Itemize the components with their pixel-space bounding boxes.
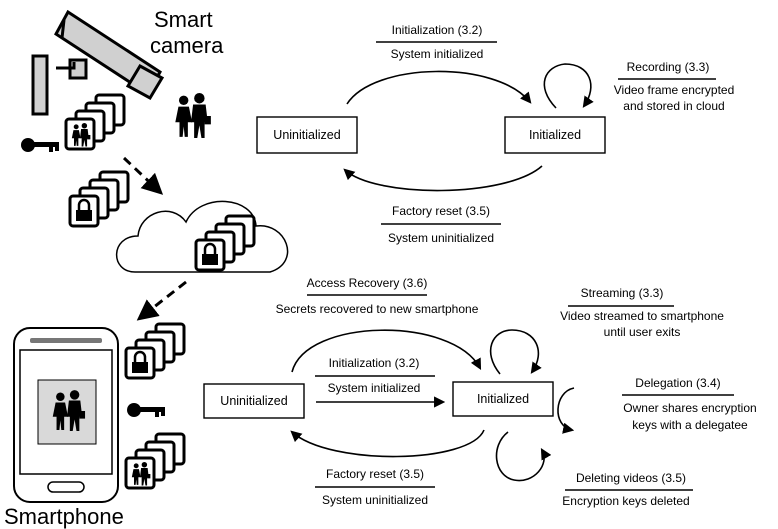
- cloud-to-phone-arrow: [136, 280, 187, 321]
- phone-encrypted-frames-icon: [124, 322, 186, 380]
- camera-init-transition: [346, 70, 532, 105]
- phone-key-icon: [127, 403, 165, 417]
- phone-delegation-desc-line2: keys with a delegatee: [632, 418, 748, 432]
- phone-init-title: Initialization (3.2): [329, 356, 420, 370]
- people-icon: [175, 93, 211, 138]
- camera-to-cloud-arrow: [122, 156, 164, 195]
- phone-initialized-state: [452, 381, 554, 417]
- phone-recovery-title: Access Recovery (3.6): [307, 276, 428, 290]
- phone-streaming-loop: [489, 329, 542, 375]
- phone-recovery-desc: Secrets recovered to new smartphone: [276, 302, 479, 316]
- camera-recording-title: Recording (3.3): [627, 60, 710, 74]
- phone-deleting-loop: [495, 431, 552, 482]
- phone-recovery-transition: [291, 329, 482, 373]
- phone-deleting-desc: Encryption keys deleted: [562, 494, 689, 508]
- phone-video-frames-icon: [124, 432, 186, 490]
- phone-initialized-label: Initialized: [477, 392, 529, 406]
- encrypted-frames-icon: [68, 170, 130, 228]
- phone-state-diagram: Uninitialized Initialized Access Recover…: [203, 276, 757, 508]
- smartphone-label: Smartphone: [4, 504, 124, 529]
- phone-init-desc: System initialized: [328, 381, 421, 395]
- phone-deleting-title: Deleting videos (3.5): [576, 471, 686, 485]
- camera-reset-desc: System uninitialized: [388, 231, 494, 245]
- phone-reset-title: Factory reset (3.5): [326, 467, 424, 481]
- camera-uninitialized-state: [256, 116, 358, 154]
- camera-init-title: Initialization (3.2): [392, 23, 483, 37]
- camera-initialized-state: [504, 116, 606, 154]
- smartphone-icon: [13, 327, 119, 503]
- phone-delegation-loop: [557, 387, 575, 434]
- camera-reset-transition: [343, 165, 543, 192]
- camera-reset-title: Factory reset (3.5): [392, 204, 490, 218]
- phone-delegation-title: Delegation (3.4): [635, 376, 720, 390]
- cloud-icon: [115, 200, 289, 273]
- phone-uninitialized-label: Uninitialized: [220, 394, 287, 408]
- key-icon: [21, 138, 59, 152]
- phone-streaming-desc-line2: until user exits: [604, 325, 681, 339]
- phone-reset-desc: System uninitialized: [322, 493, 428, 507]
- camera-recording-desc-line1: Video frame encrypted: [614, 83, 735, 97]
- phone-reset-transition: [290, 429, 485, 458]
- phone-uninitialized-state: [203, 383, 305, 419]
- camera-uninitialized-label: Uninitialized: [273, 128, 340, 142]
- camera-label-line2: camera: [150, 33, 224, 58]
- camera-label-line1: Smart: [154, 7, 213, 32]
- smart-camera-icon: [31, 9, 165, 116]
- camera-init-desc: System initialized: [391, 47, 484, 61]
- camera-initialized-label: Initialized: [529, 128, 581, 142]
- phone-streaming-desc-line1: Video streamed to smartphone: [560, 309, 724, 323]
- camera-recording-loop: [543, 63, 594, 109]
- camera-recording-desc-line2: and stored in cloud: [623, 99, 724, 113]
- camera-video-frames-icon: [64, 93, 126, 151]
- camera-state-diagram: Uninitialized Initialized Initialization…: [256, 23, 735, 245]
- phone-streaming-title: Streaming (3.3): [581, 286, 664, 300]
- phone-delegation-desc-line1: Owner shares encryption: [623, 401, 756, 415]
